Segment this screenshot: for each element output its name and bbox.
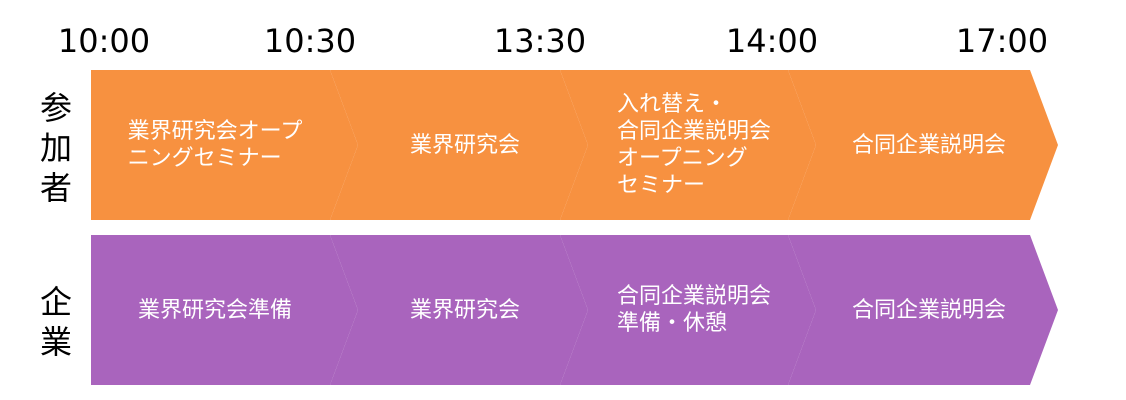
participant-step-2-chevron <box>330 70 588 220</box>
participant-step-3-label: 入れ替え・ 合同企業説明会 オープニング セミナー <box>616 92 771 198</box>
company-step-3-text: 合同企業説明会 準備・休憩 <box>588 235 800 385</box>
time-label-4: 17:00 <box>955 22 1049 60</box>
company-step-3-label: 合同企業説明会 準備・休憩 <box>616 284 771 336</box>
company-step-1-label: 業界研究会準備 <box>137 297 292 323</box>
participant-step-4-chevron <box>788 70 1058 220</box>
row-label-companies: 企業 <box>39 283 72 361</box>
company-step-3-chevron <box>560 235 816 385</box>
company-process-row <box>91 235 1058 385</box>
company-step-4-chevron <box>788 235 1058 385</box>
row-label-participants: 参加者 <box>39 89 72 207</box>
participant-step-1-text: 業界研究会オープ ニングセミナー <box>100 70 330 220</box>
participant-step-4-label: 合同企業説明会 <box>851 132 1006 158</box>
time-label-2: 13:30 <box>493 22 587 60</box>
participant-step-4-text: 合同企業説明会 <box>818 70 1040 220</box>
time-label-0: 10:00 <box>57 22 151 60</box>
participant-step-3-text: 入れ替え・ 合同企業説明会 オープニング セミナー <box>588 70 800 220</box>
time-label-1: 10:30 <box>263 22 357 60</box>
participant-step-3-chevron <box>560 70 816 220</box>
participant-process-row <box>91 70 1058 220</box>
participant-step-2-label: 業界研究会 <box>409 132 520 158</box>
participant-step-1-chevron <box>91 70 358 220</box>
company-step-4-label: 合同企業説明会 <box>851 297 1006 323</box>
company-step-1-chevron <box>91 235 358 385</box>
company-step-4-text: 合同企業説明会 <box>818 235 1040 385</box>
time-label-3: 14:00 <box>725 22 819 60</box>
company-step-2-label: 業界研究会 <box>409 297 520 323</box>
participant-step-2-text: 業界研究会 <box>360 70 570 220</box>
company-step-2-chevron <box>330 235 588 385</box>
company-step-1-text: 業界研究会準備 <box>100 235 330 385</box>
participant-step-1-label: 業界研究会オープ ニングセミナー <box>127 119 303 171</box>
company-step-2-text: 業界研究会 <box>360 235 570 385</box>
